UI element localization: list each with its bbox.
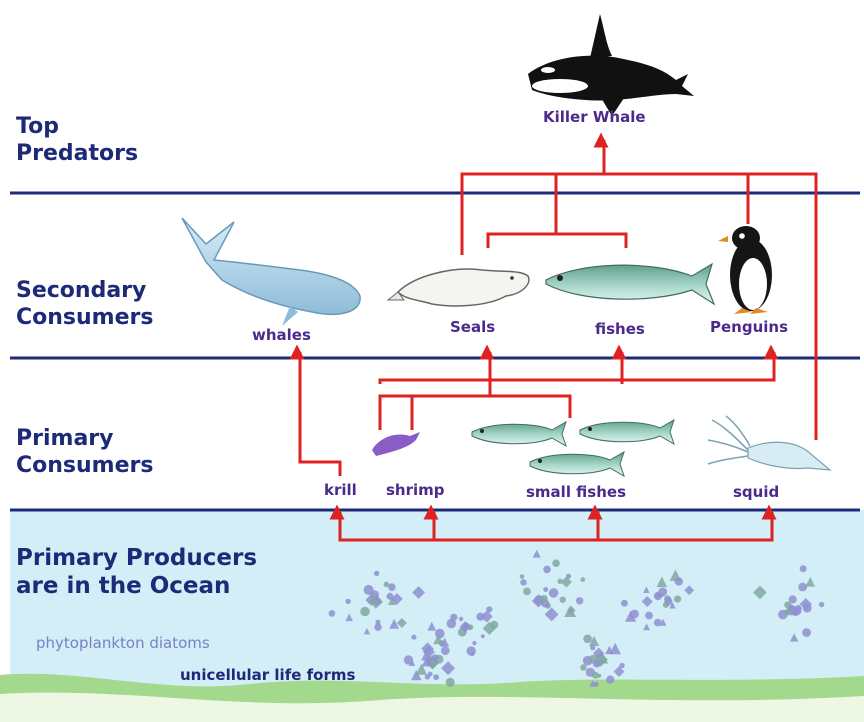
label-squid: squid [733, 483, 779, 501]
label-krill: krill [324, 481, 357, 499]
plankton-particle [803, 604, 812, 613]
plankton-particle [789, 595, 797, 603]
plankton-particle [360, 607, 370, 617]
tier-label-secondary-line1: Secondary [16, 278, 153, 305]
label-shrimp: shrimp [386, 481, 445, 499]
plankton-particle [411, 635, 416, 640]
plankton-particle [583, 635, 592, 644]
tier-label-primary: Primary Consumers [16, 426, 153, 480]
tier-label-top-line2: Predators [16, 141, 138, 168]
plankton-particle [654, 592, 662, 600]
plankton-particle [560, 597, 566, 603]
food-web-arrows [300, 140, 816, 540]
plankton-particle [675, 577, 683, 585]
plankton-particle [371, 597, 377, 603]
plankton-particle [435, 629, 445, 639]
arrow-krill-to-whales [300, 368, 340, 476]
plankton-particle [432, 654, 439, 661]
tier-label-producers-line2: are in the Ocean [16, 572, 257, 600]
plankton-particle [576, 597, 583, 604]
small-fishes-icon [472, 420, 674, 476]
plankton-particle [374, 571, 379, 576]
tier-label-producers-line1: Primary Producers [16, 544, 257, 572]
label-killer-whale: Killer Whale [543, 108, 646, 126]
plankton-particle [543, 587, 548, 592]
plankton-particle [464, 623, 469, 628]
plankton-particle [384, 582, 390, 588]
plankton-particle [472, 641, 476, 645]
plankton-particle [486, 606, 492, 612]
plankton-particle [549, 588, 559, 598]
plankton-particle [446, 678, 455, 687]
note-phytoplankton: phytoplankton diatoms [36, 634, 210, 652]
tier-label-secondary-line2: Consumers [16, 305, 153, 332]
arrow-to-killer-whale [462, 174, 816, 440]
plankton-particle [523, 588, 531, 596]
plankton-particle [375, 620, 380, 625]
tier-label-primary-line2: Consumers [16, 453, 153, 480]
label-fishes: fishes [595, 320, 645, 338]
penguin-icon [718, 226, 772, 314]
plankton-particle [798, 583, 807, 592]
label-seals: Seals [450, 318, 495, 336]
squid-icon [708, 416, 830, 470]
plankton-particle [329, 610, 336, 617]
plankton-particle [581, 577, 586, 582]
plankton-particle [441, 646, 450, 655]
plankton-particle [433, 674, 439, 680]
plankton-particle [645, 612, 653, 620]
plankton-particle [630, 610, 639, 619]
plankton-particle [619, 663, 624, 668]
tier-label-secondary: Secondary Consumers [16, 278, 153, 332]
arrow-primary-to-secondary [380, 396, 570, 430]
plankton-particle [425, 674, 430, 679]
fish-icon [546, 264, 714, 304]
plankton-particle [594, 682, 599, 687]
plankton-particle [540, 595, 547, 602]
whale-icon [182, 218, 360, 326]
plankton-particle [819, 602, 824, 607]
plankton-particle [663, 602, 669, 608]
plankton-particle [590, 645, 595, 650]
plankton-particle [467, 646, 476, 655]
plankton-particle [664, 595, 671, 602]
plankton-particle [606, 676, 614, 684]
plankton-particle [520, 574, 525, 579]
plankton-particle [490, 621, 498, 629]
plankton-particle [580, 664, 587, 671]
tier-label-top-line1: Top [16, 114, 138, 141]
plankton-particle [481, 634, 485, 638]
tier-label-primary-line1: Primary [16, 426, 153, 453]
note-unicellular: unicellular life forms [180, 666, 355, 684]
plankton-particle [674, 596, 681, 603]
label-penguins: Penguins [710, 318, 788, 336]
label-small-fishes: small fishes [526, 483, 626, 501]
tier-label-producers: Primary Producers are in the Ocean [16, 544, 257, 600]
plankton-particle [597, 674, 601, 678]
plankton-particle [543, 566, 551, 574]
plankton-particle [800, 565, 807, 572]
label-whales: whales [252, 326, 311, 344]
killer-whale-icon [528, 14, 694, 116]
shrimp-icon [372, 432, 420, 456]
plankton-particle [557, 579, 562, 584]
plankton-particle [345, 599, 350, 604]
plankton-particle [552, 559, 560, 567]
plankton-particle [374, 624, 381, 631]
plankton-particle [459, 617, 463, 621]
plankton-particle [447, 619, 456, 628]
plankton-particle [593, 661, 600, 668]
plankton-particle [520, 579, 526, 585]
tier-label-top: Top Predators [16, 114, 138, 168]
plankton-particle [802, 628, 811, 637]
seal-icon [388, 269, 529, 306]
plankton-particle [388, 583, 396, 591]
plankton-particle [621, 600, 628, 607]
